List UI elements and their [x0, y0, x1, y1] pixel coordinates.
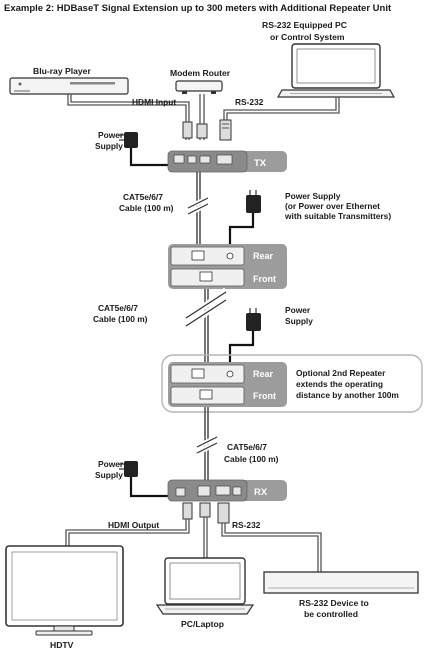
cat-cable-2-label-a: CAT5e/6/7 — [98, 303, 138, 313]
hdtv-icon — [5, 545, 124, 636]
rs232-top-label: RS-232 — [235, 97, 264, 107]
bluray-label: Blu-ray Player — [33, 66, 91, 76]
cable-break-icon — [186, 195, 210, 217]
cat-cable-1-label-b: Cable (100 m) — [119, 203, 174, 213]
optional-repeater-note-2: extends the operating — [296, 379, 383, 389]
diagram-title: Example 2: HDBaseT Signal Extension up t… — [4, 3, 392, 14]
pc-label-line1: RS-232 Equipped PC — [262, 20, 347, 30]
power-adapter-icon — [119, 132, 172, 167]
repeater-1-unit: Rear Front — [168, 244, 287, 289]
bluray-player-icon — [9, 77, 129, 95]
rs232-device-label-2: be controlled — [304, 609, 358, 619]
cat-cable-2 — [204, 289, 209, 362]
repeater-1-front-label: Front — [253, 274, 276, 284]
modem-label: Modem Router — [170, 68, 231, 78]
repeater-2-unit: Rear Front — [168, 362, 287, 407]
power-supply-2-label-a: Power — [285, 305, 311, 315]
power-supply-3-label-b: Supply — [95, 470, 123, 480]
laptop-label: PC/Laptop — [181, 619, 224, 629]
hdmi-input-label: HDMI Input — [132, 97, 176, 107]
cable-break-icon — [195, 434, 219, 456]
repeater-2-rear-label: Rear — [253, 369, 274, 379]
tx-unit: TX — [167, 150, 287, 173]
rx-unit: RX — [167, 479, 287, 502]
poe-label-3: with suitable Transmitters) — [284, 211, 391, 221]
repeater-1-rear-label: Rear — [253, 251, 274, 261]
rs232-bottom-label: RS-232 — [232, 520, 261, 530]
power-supply-2-label-b: Supply — [285, 316, 313, 326]
optional-repeater-bracket — [161, 354, 423, 413]
cat-cable-2-label-b: Cable (100 m) — [93, 314, 148, 324]
rx-label: RX — [254, 487, 268, 498]
cable-break-icon — [184, 287, 228, 331]
power-supply-1-label-b: Supply — [95, 141, 123, 151]
bottom-cables — [65, 517, 322, 572]
cat-cable-3-label-a: CAT5e/6/7 — [227, 442, 267, 452]
rs232-device-icon — [263, 571, 419, 594]
pc-label-line2: or Control System — [270, 32, 345, 42]
cat-cable-3-label-b: Cable (100 m) — [224, 454, 279, 464]
pc-monitor-icon — [276, 43, 396, 98]
optional-repeater-note-3: distance by another 100m — [296, 390, 399, 400]
power-adapter-icon — [228, 190, 261, 248]
power-adapter-icon — [119, 461, 172, 498]
power-adapter-icon — [228, 308, 261, 366]
optional-repeater-note-1: Optional 2nd Repeater — [296, 368, 386, 378]
modem-router-icon — [175, 80, 223, 94]
repeater-2-front-label: Front — [253, 391, 276, 401]
cat-cable-1-label-a: CAT5e/6/7 — [123, 192, 163, 202]
poe-label-1: Power Supply — [285, 191, 341, 201]
power-supply-3-label-a: Power — [98, 459, 124, 469]
hdtv-label: HDTV — [50, 640, 74, 650]
power-supply-1-label-a: Power — [98, 130, 124, 140]
rx-connectors — [182, 502, 230, 524]
tx-label: TX — [254, 158, 267, 169]
tx-connectors — [182, 119, 232, 141]
laptop-icon — [155, 557, 255, 615]
rs232-device-label-1: RS-232 Device to — [299, 598, 369, 608]
poe-label-2: (or Power over Ethernet — [285, 201, 380, 211]
hdmi-output-label: HDMI Output — [108, 520, 159, 530]
